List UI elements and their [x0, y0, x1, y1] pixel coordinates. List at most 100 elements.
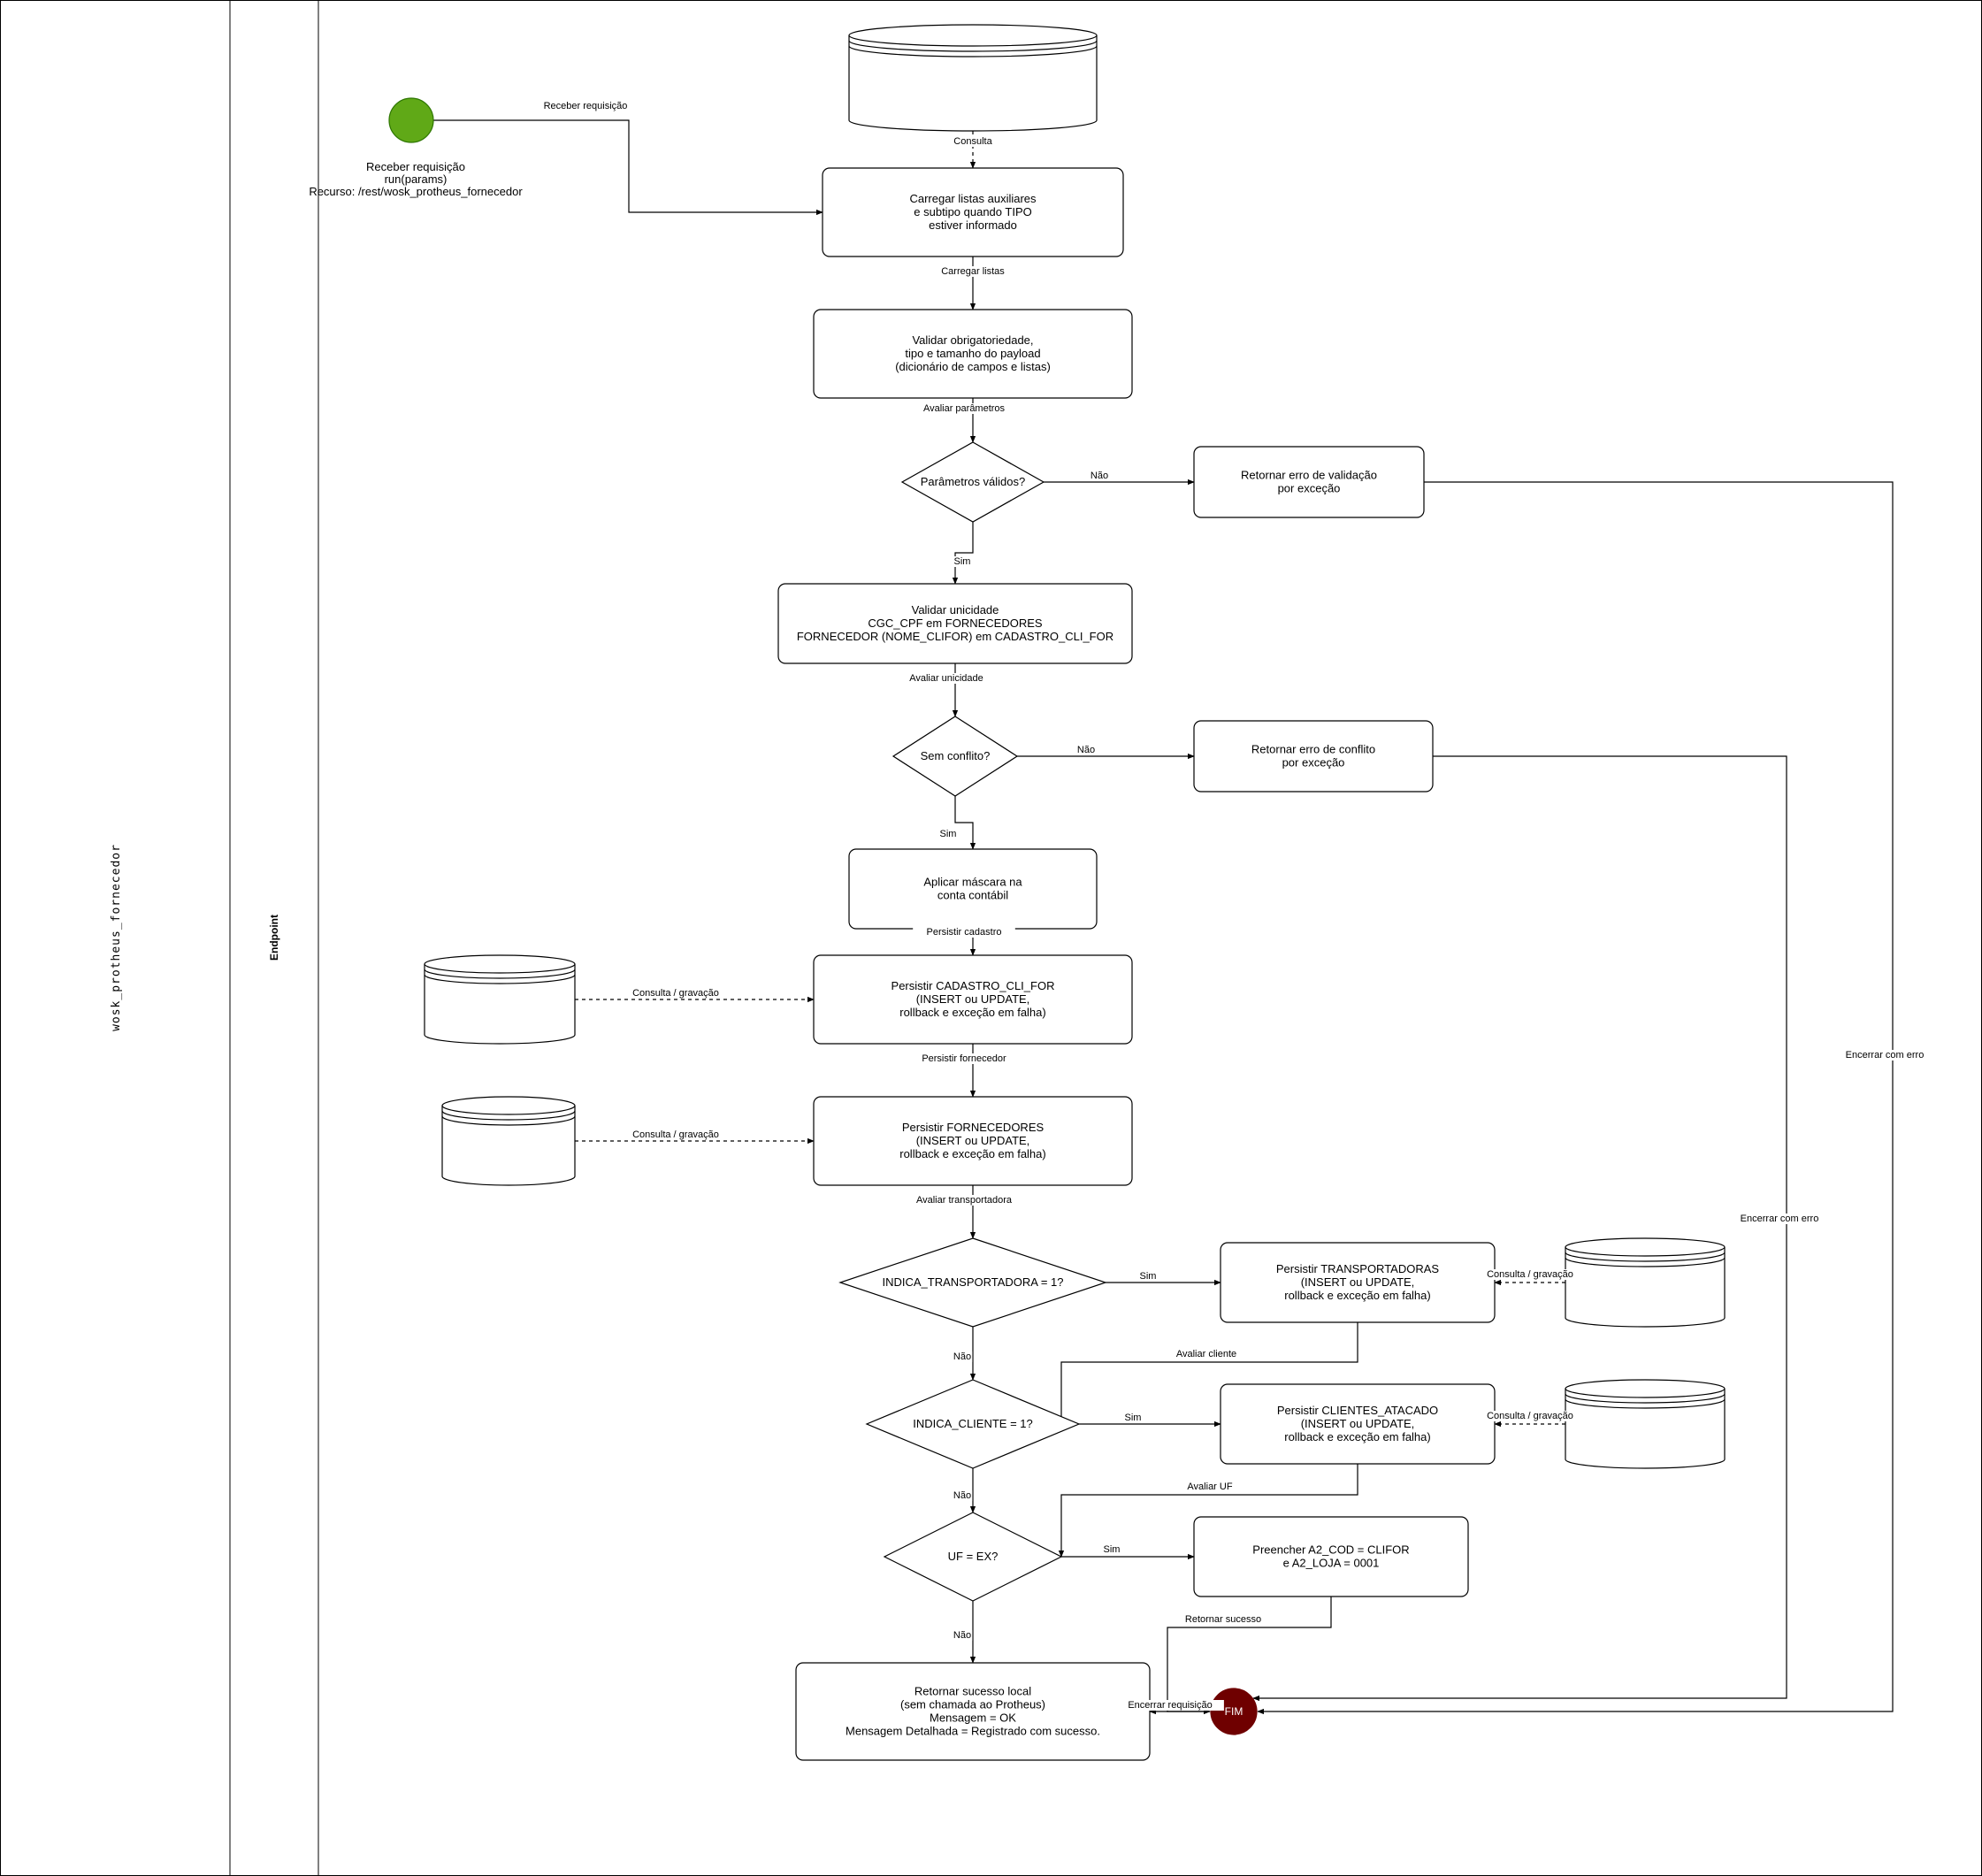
node-text-fill-a2-line: e A2_LOJA = 0001 [1283, 1557, 1380, 1570]
node-no-conflict [892, 716, 1019, 797]
database-icon-clientes [1565, 1379, 1726, 1469]
edge-label-eval-unique: Avaliar unicidade [909, 673, 983, 684]
edge-label-db-fornecedores: Consulta / gravação [632, 1129, 719, 1140]
node-validation-error [1193, 446, 1425, 518]
database-icon [848, 24, 1098, 132]
node-text-is-client: INDICA_CLIENTE = 1? [913, 1417, 1032, 1430]
edge-receive [433, 119, 823, 216]
node-text-is-client-line: INDICA_CLIENTE = 1? [913, 1417, 1032, 1430]
node-text-is-carrier-line: INDICA_TRANSPORTADORA = 1? [882, 1275, 1063, 1289]
node-persist-cadastro [813, 954, 1133, 1045]
edge-label-db-transportadoras: Consulta / gravação [1487, 1269, 1573, 1280]
node-text-no-conflict: Sem conflito? [921, 749, 991, 762]
node-text-persist-cadastro-line: Persistir CADASTRO_CLI_FOR [892, 979, 1055, 992]
edge-label-persist-cadastro: Persistir cadastro [927, 927, 1002, 938]
edge-label-bg [901, 1195, 1027, 1206]
node-text-persist-fornecedores-line: Persistir FORNECEDORES [902, 1121, 1045, 1134]
edge-label-bg [622, 988, 730, 999]
node-text-load-lists-line: estiver informado [929, 218, 1017, 232]
node-text-params-valid: Parâmetros válidos? [921, 475, 1026, 488]
edge-label-bg [1476, 1269, 1584, 1280]
process-nodes [777, 167, 1496, 1761]
edge-label-params-no: Não [1090, 471, 1108, 481]
edge-label-persist-fornecedor: Persistir fornecedor [922, 1053, 1006, 1064]
edge-label-bg [913, 927, 1015, 938]
node-text-validate-required-line: tipo e tamanho do payload [905, 347, 1040, 360]
edge-label-client-yes: Sim [1125, 1413, 1142, 1423]
node-text-no-conflict-line: Sem conflito? [921, 749, 991, 762]
start-caption-line: run(params) [385, 172, 448, 186]
node-text-validate-required: Validar obrigatoriedade,tipo e tamanho d… [895, 333, 1051, 373]
node-text-persist-clientes-line: rollback e exceção em falha) [1284, 1430, 1430, 1443]
node-text-persist-transportadoras: Persistir TRANSPORTADORAS(INSERT ou UPDA… [1276, 1262, 1440, 1302]
edge-label-bg [1137, 1271, 1159, 1282]
edge-label-end-error-1: Encerrar com erro [1846, 1050, 1925, 1061]
edge-label-end-request: Encerrar requisição [1128, 1700, 1212, 1711]
node-fill-a2 [1193, 1516, 1469, 1597]
edge-label-db-clientes: Consulta / gravação [1487, 1411, 1573, 1421]
node-validate-unique [777, 583, 1133, 664]
edge-label-bg [1731, 1214, 1828, 1224]
edge-params-yes [952, 522, 974, 585]
node-text-fill-a2-line: Preencher A2_COD = CLIFOR [1252, 1543, 1409, 1557]
node-persist-clientes [1220, 1383, 1496, 1465]
edge-label-bg [1476, 1411, 1584, 1421]
node-validate-required [813, 309, 1133, 399]
node-text-apply-mask-line: conta contábil [937, 889, 1008, 902]
pool-title: wosk_protheus_fornecedor [110, 844, 123, 1031]
edge-label-bg [898, 673, 995, 684]
edge-label-bg [1181, 1482, 1239, 1492]
edge-label-bg [1177, 1614, 1269, 1625]
node-text-load-lists-line: e subtipo quando TIPO [914, 205, 1031, 218]
edge-eval-uf [1058, 1464, 1358, 1558]
node-is-client [865, 1379, 1081, 1469]
node-text-validate-unique-line: FORNECEDOR (NOME_CLIFOR) em CADASTRO_CLI… [797, 630, 1113, 643]
node-text-persist-cadastro-line: (INSERT ou UPDATE, [916, 992, 1030, 1006]
node-text-persist-transportadoras-line: Persistir TRANSPORTADORAS [1276, 1262, 1440, 1275]
node-text-persist-fornecedores-line: rollback e exceção em falha) [899, 1147, 1045, 1160]
edge-label-bg [937, 829, 959, 839]
node-text-validate-unique-line: CGC_CPF em FORNECEDORES [868, 616, 1043, 630]
node-text-persist-clientes-line: (INSERT ou UPDATE, [1301, 1417, 1415, 1430]
node-text-conflict-error-line: por exceção [1282, 756, 1345, 770]
node-text-persist-clientes-line: Persistir CLIENTES_ATACADO [1277, 1404, 1438, 1417]
edge-eval-client [1058, 1322, 1358, 1425]
node-text-local-success-line: Mensagem Detalhada = Registrado com suce… [846, 1725, 1100, 1738]
edge-label-bg [534, 101, 637, 111]
datastores [424, 24, 1726, 1469]
node-text-validate-required-line: Validar obrigatoriedade, [912, 333, 1033, 347]
edge-label-bg [1101, 1544, 1122, 1555]
edge-label-params-yes: Sim [954, 556, 971, 567]
start-caption-line: Recurso: /rest/wosk_protheus_fornecedor [309, 185, 523, 198]
edge-label-carrier-yes: Sim [1140, 1271, 1157, 1282]
edge-label-load: Carregar listas [941, 266, 1005, 277]
node-text-persist-fornecedores-line: (INSERT ou UPDATE, [916, 1134, 1030, 1147]
node-text-params-valid-line: Parâmetros válidos? [921, 475, 1026, 488]
node-text-local-success-line: Retornar sucesso local [914, 1685, 1031, 1698]
edge-label-bg [952, 1351, 973, 1362]
node-text-uf-ex-line: UF = EX? [948, 1550, 999, 1563]
node-text-validate-unique-line: Validar unicidade [912, 603, 999, 616]
node-text-local-success-line: Mensagem = OK [930, 1711, 1016, 1725]
edge-label-bg [1075, 745, 1097, 755]
node-text-local-success: Retornar sucesso local(sem chamada ao Pr… [846, 1685, 1100, 1738]
database-icon-transportadoras [1565, 1237, 1726, 1328]
edge-label-bg [622, 1129, 730, 1140]
node-uf-ex [883, 1512, 1063, 1602]
node-text-persist-cadastro: Persistir CADASTRO_CLI_FOR(INSERT ou UPD… [892, 979, 1055, 1019]
edge-end-error-1 [1257, 481, 1894, 1715]
node-text-persist-fornecedores: Persistir FORNECEDORES(INSERT ou UPDATE,… [899, 1121, 1045, 1160]
edge-label-conflict-yes: Sim [940, 829, 957, 839]
node-text-conflict-error-line: Retornar erro de conflito [1251, 743, 1375, 756]
edge-end-error-2 [1252, 755, 1787, 1702]
edge-label-bg [949, 136, 997, 147]
edge-label-eval-client: Avaliar cliente [1176, 1349, 1236, 1359]
node-local-success [795, 1662, 1151, 1761]
node-text-validation-error-line: Retornar erro de validação [1241, 469, 1377, 482]
